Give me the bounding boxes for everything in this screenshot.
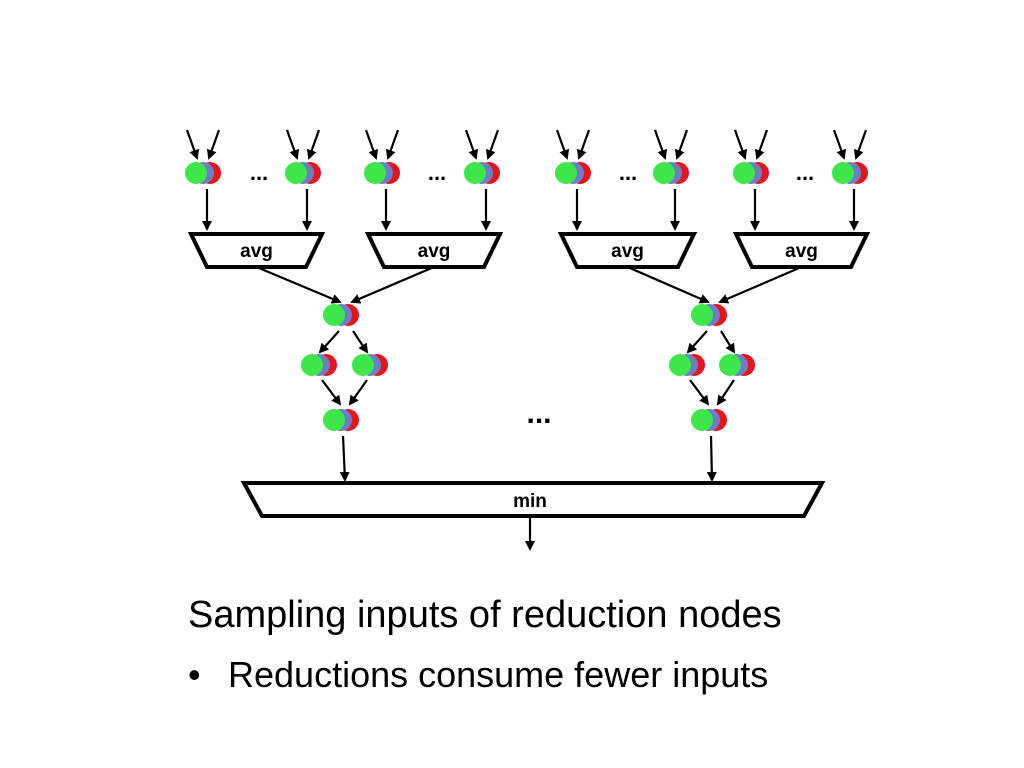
node-layer-green bbox=[464, 162, 486, 184]
bullet-dot: • bbox=[188, 654, 201, 695]
node-layer-green bbox=[285, 162, 307, 184]
avg-to-node-arrow bbox=[627, 265, 710, 304]
sample-node bbox=[719, 354, 755, 376]
avg-to-node-arrow bbox=[350, 265, 435, 304]
avg-box bbox=[187, 232, 326, 269]
input-arrow bbox=[206, 129, 221, 160]
avg-label: avg bbox=[611, 241, 644, 262]
avg-box bbox=[364, 232, 504, 269]
input-arrow bbox=[385, 129, 400, 160]
node-layer-green bbox=[301, 354, 323, 376]
sample-node bbox=[185, 162, 221, 184]
min-box bbox=[240, 481, 826, 518]
sample-node bbox=[364, 162, 400, 184]
bullet-list: • Reductions consume fewer inputs bbox=[188, 654, 768, 696]
input-arrow bbox=[576, 129, 591, 160]
node-to-min-arrow bbox=[706, 435, 717, 482]
input-arrow bbox=[853, 129, 868, 160]
sample-node bbox=[555, 162, 591, 184]
avg-to-node-arrow bbox=[256, 265, 342, 304]
sample-node bbox=[323, 409, 359, 431]
input-arrow bbox=[754, 129, 769, 160]
input-arrow bbox=[674, 129, 689, 160]
merge-arrow bbox=[689, 379, 710, 406]
split-arrow bbox=[686, 330, 708, 354]
sample-node bbox=[301, 354, 337, 376]
node-layer-green bbox=[733, 162, 755, 184]
sample-node bbox=[653, 162, 689, 184]
sample-node bbox=[285, 162, 321, 184]
sample-node bbox=[352, 354, 388, 376]
avg-box bbox=[732, 232, 871, 269]
min-label: min bbox=[513, 491, 547, 512]
avg-label: avg bbox=[785, 241, 818, 262]
node-layer-green bbox=[691, 409, 713, 431]
input-arrow bbox=[653, 129, 668, 160]
avg-label: avg bbox=[240, 241, 273, 262]
split-arrow bbox=[318, 330, 340, 354]
input-arrow bbox=[733, 129, 748, 160]
merge-arrow bbox=[716, 379, 735, 406]
node-layer-green bbox=[653, 162, 675, 184]
ellipsis-label: ... bbox=[796, 160, 814, 185]
node-layer-green bbox=[364, 162, 386, 184]
sample-node bbox=[323, 304, 359, 326]
ellipsis-label: ... bbox=[619, 160, 637, 185]
reduction-boxes bbox=[187, 232, 871, 518]
sample-node bbox=[464, 162, 500, 184]
bullet-text: Reductions consume fewer inputs bbox=[228, 654, 769, 695]
avg-box bbox=[557, 232, 698, 269]
input-arrow bbox=[285, 129, 300, 160]
labels: avg... avg... avg... avg...... min bbox=[240, 160, 818, 512]
node-layer-green bbox=[352, 354, 374, 376]
input-arrow bbox=[185, 129, 200, 160]
input-arrow bbox=[306, 129, 321, 160]
split-arrow bbox=[352, 330, 369, 354]
input-arrow bbox=[832, 129, 847, 160]
reduction-tree-diagram: avg... avg... avg... avg...... min bbox=[185, 129, 871, 551]
node-layer-green bbox=[691, 304, 713, 326]
node-layer-green bbox=[323, 304, 345, 326]
edges bbox=[185, 129, 868, 551]
sample-node bbox=[733, 162, 769, 184]
sample-node bbox=[691, 409, 727, 431]
input-arrow bbox=[464, 129, 479, 160]
node-layer-green bbox=[669, 354, 691, 376]
node-layer-green bbox=[719, 354, 741, 376]
bullet-item: • Reductions consume fewer inputs bbox=[188, 654, 768, 696]
input-arrow bbox=[364, 129, 379, 160]
input-arrow bbox=[485, 129, 500, 160]
merge-arrow bbox=[321, 379, 342, 406]
avg-label: avg bbox=[418, 241, 451, 262]
input-arrow bbox=[555, 129, 570, 160]
node-layer-green bbox=[185, 162, 207, 184]
ellipsis-label: ... bbox=[250, 160, 268, 185]
node-layer-green bbox=[555, 162, 577, 184]
split-arrow bbox=[720, 330, 736, 354]
avg-to-node-arrow bbox=[718, 265, 802, 304]
ellipsis-label-middle: ... bbox=[526, 397, 551, 430]
sample-node bbox=[669, 354, 705, 376]
node-layer-green bbox=[323, 409, 345, 431]
slide-heading: Sampling inputs of reduction nodes bbox=[188, 594, 782, 636]
ellipsis-label: ... bbox=[428, 160, 446, 185]
sample-node bbox=[832, 162, 868, 184]
sample-node bbox=[691, 304, 727, 326]
merge-arrow bbox=[348, 379, 368, 406]
node-layer-green bbox=[832, 162, 854, 184]
sample-nodes bbox=[185, 162, 868, 431]
node-to-min-arrow bbox=[339, 435, 350, 482]
